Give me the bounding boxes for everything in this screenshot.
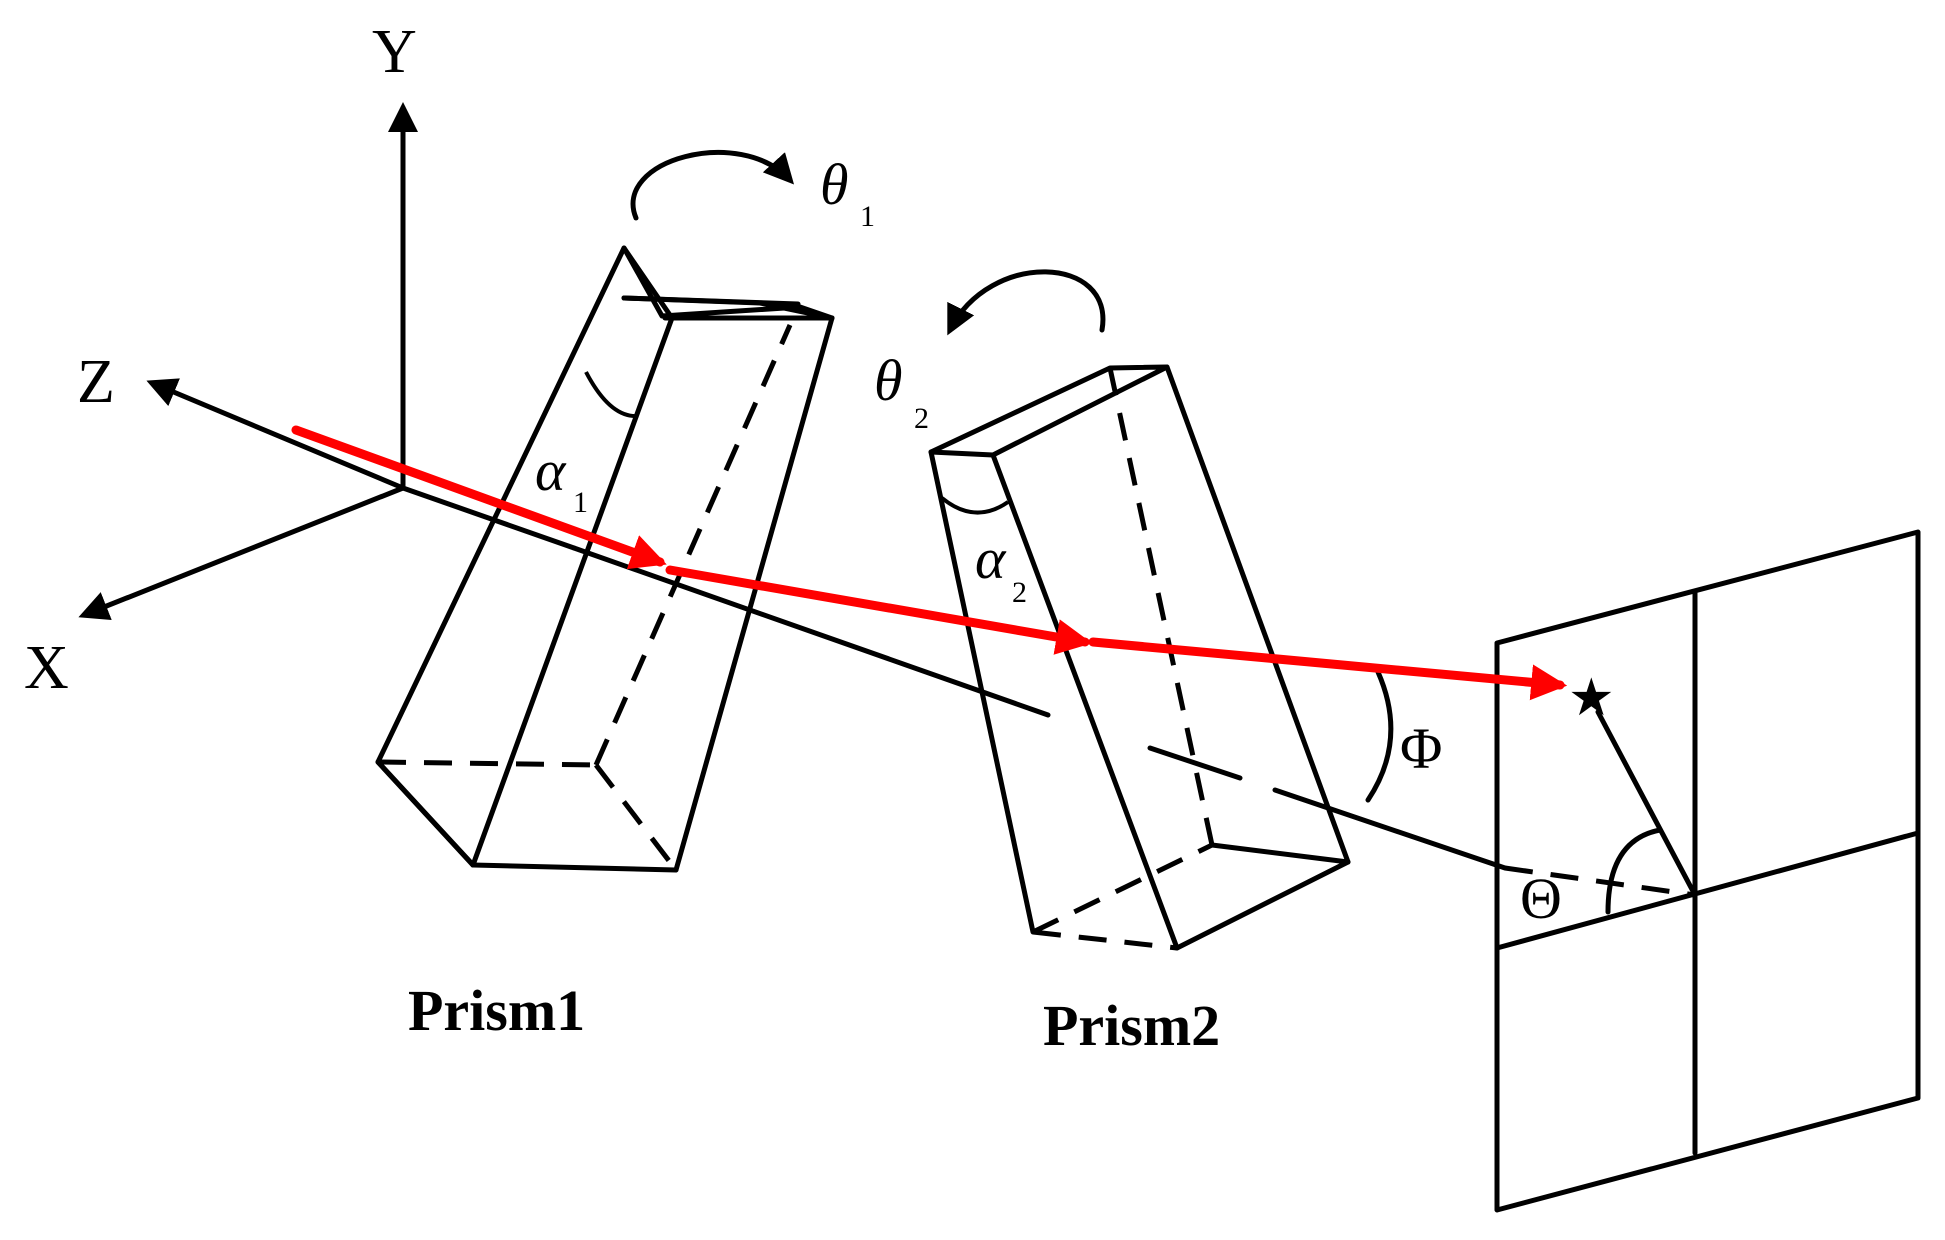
- x-axis-label: X: [24, 634, 69, 702]
- alpha1-symbol: α: [535, 438, 567, 503]
- alpha1-subscript: 1: [573, 486, 588, 519]
- coordinate-axes: Y Z X: [24, 18, 418, 702]
- z-axis-label: Z: [77, 348, 115, 416]
- prism1-label: Prism1: [408, 978, 585, 1043]
- theta2-symbol: θ: [874, 348, 903, 413]
- phi-label: Φ: [1400, 716, 1442, 781]
- laser-beam: [291, 425, 1568, 701]
- theta1-symbol: θ: [820, 152, 849, 217]
- theta2-subscript: 2: [914, 402, 929, 435]
- alpha2-subscript: 2: [1012, 576, 1027, 609]
- x-axis: [78, 485, 406, 621]
- rotation-arrow-prism1: [630, 149, 795, 221]
- z-axis: [146, 378, 406, 491]
- big-theta-label: Θ: [1520, 866, 1562, 931]
- y-axis-label: Y: [372, 18, 417, 86]
- prism-1: [375, 245, 835, 873]
- rotation-arrow-prism2: [947, 269, 1106, 336]
- theta1-subscript: 1: [860, 200, 875, 233]
- deflection-geometry: [1365, 669, 1698, 915]
- screen: [1494, 529, 1921, 1213]
- target-vector: [1595, 709, 1698, 898]
- target-star-icon: ★: [1568, 668, 1615, 728]
- prism2-label: Prism2: [1043, 993, 1220, 1058]
- optical-axis: [400, 485, 1696, 898]
- prism-2: [928, 364, 1351, 951]
- rotation-arrows: [630, 149, 1106, 336]
- alpha2-symbol: α: [975, 526, 1007, 591]
- angle-labels: θ 1 θ 2 α 1 α 2 Φ Θ: [535, 152, 1562, 931]
